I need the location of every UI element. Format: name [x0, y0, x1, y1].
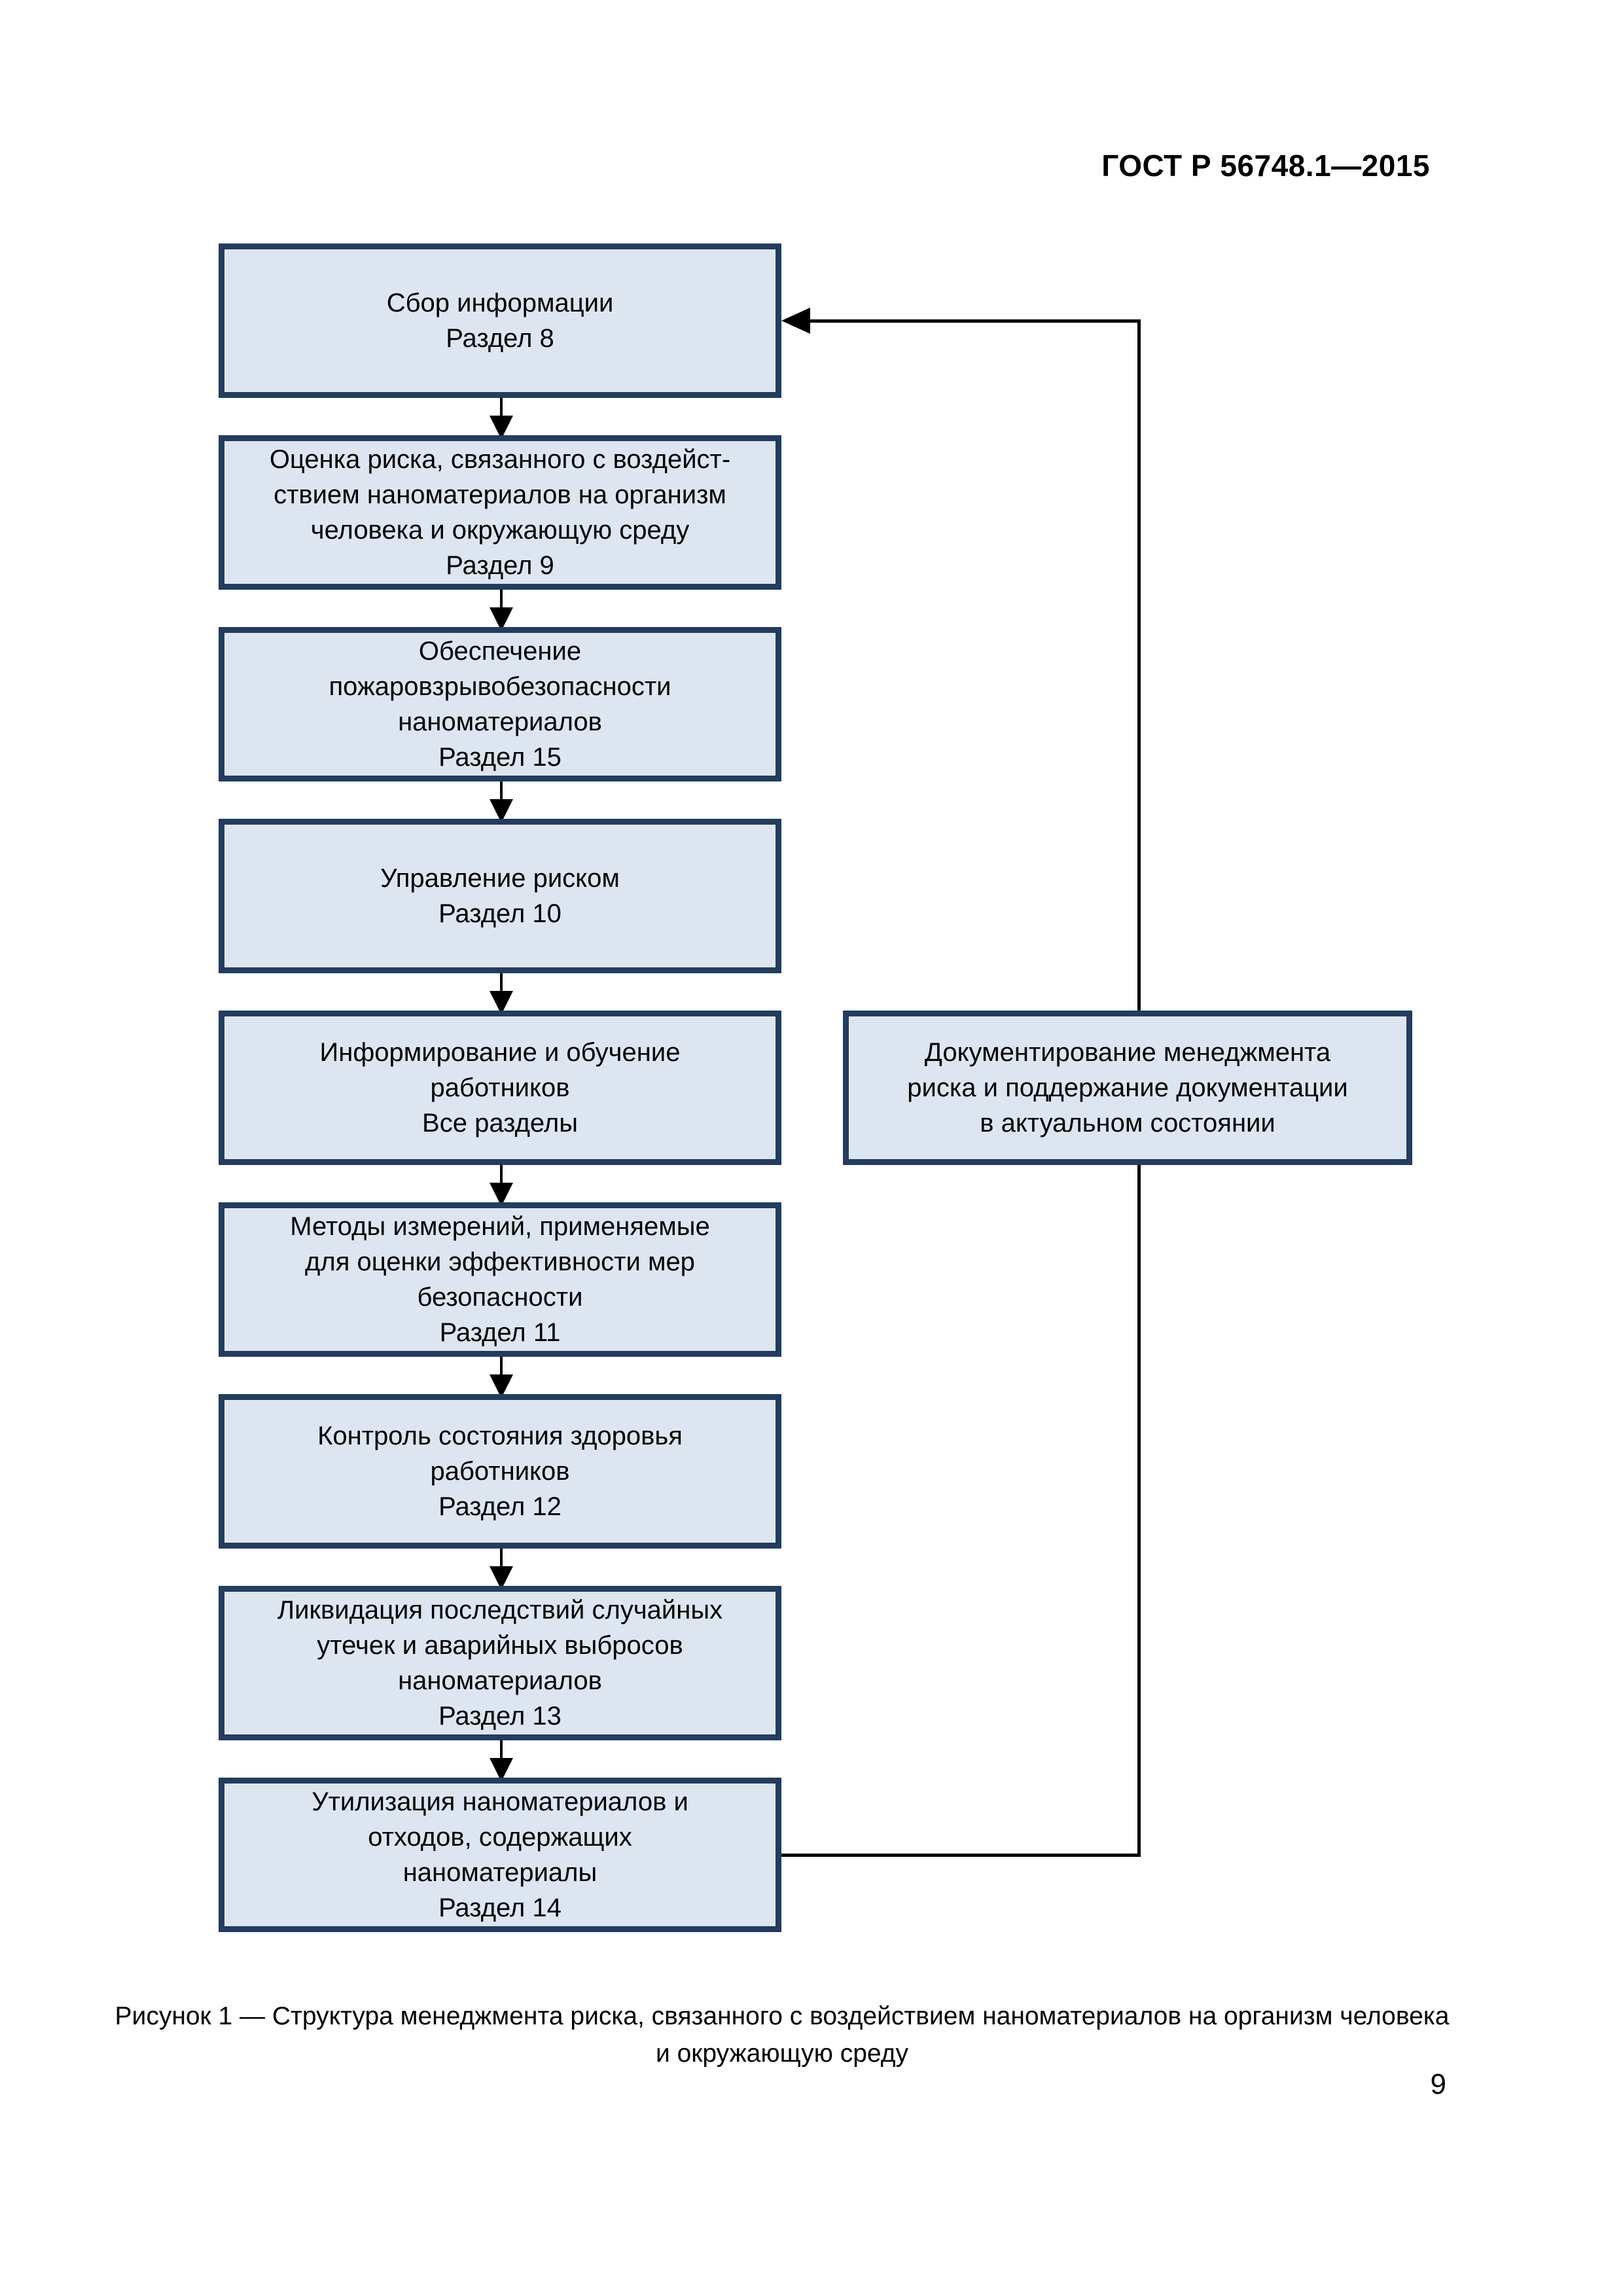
- flow-box-disposal: Утилизация наноматериалов и отходов, сод…: [219, 1778, 781, 1932]
- down-arrow-shaft-8: [500, 1740, 503, 1759]
- flow-box-fire-explosion-safety: Обеспечение пожаровзрывобезопасности нан…: [219, 627, 781, 781]
- flow-box-accidental-release-response: Ликвидация последствий случайных утечек …: [219, 1586, 781, 1740]
- down-arrow-shaft-1: [500, 398, 503, 417]
- flow-box-measurement-methods: Методы измерений, применяемые для оценки…: [219, 1202, 781, 1357]
- flow-box-risk-assessment: Оценка риска, связанного с воздейст- ств…: [219, 435, 781, 590]
- feedback-arrowhead: [781, 308, 810, 334]
- doc-code: ГОСТ Р 56748.1—2015: [1101, 149, 1430, 183]
- down-arrow-shaft-5: [500, 1165, 503, 1184]
- flow-box-worker-informing-training: Информирование и обучение работников Все…: [219, 1011, 781, 1165]
- page-number: 9: [1430, 2068, 1446, 2100]
- flow-box-health-monitoring: Контроль состояния здоровья работников Р…: [219, 1394, 781, 1549]
- flow-box-risk-management: Управление риском Раздел 10: [219, 819, 781, 973]
- figure-caption: Рисунок 1 — Структура менеджмента риска,…: [115, 2002, 1450, 2068]
- down-arrow-shaft-7: [500, 1549, 503, 1568]
- flow-box-risk-documentation: Документирование менеджмента риска и под…: [843, 1011, 1412, 1165]
- down-arrow-shaft-2: [500, 590, 503, 609]
- down-arrow-shaft-4: [500, 973, 503, 992]
- feedback-line-bottom: [781, 1854, 1141, 1857]
- flow-box-information-gathering: Сбор информации Раздел 8: [219, 243, 781, 398]
- down-arrow-shaft-6: [500, 1357, 503, 1376]
- down-arrow-shaft-3: [500, 781, 503, 800]
- feedback-line-top: [809, 319, 1141, 323]
